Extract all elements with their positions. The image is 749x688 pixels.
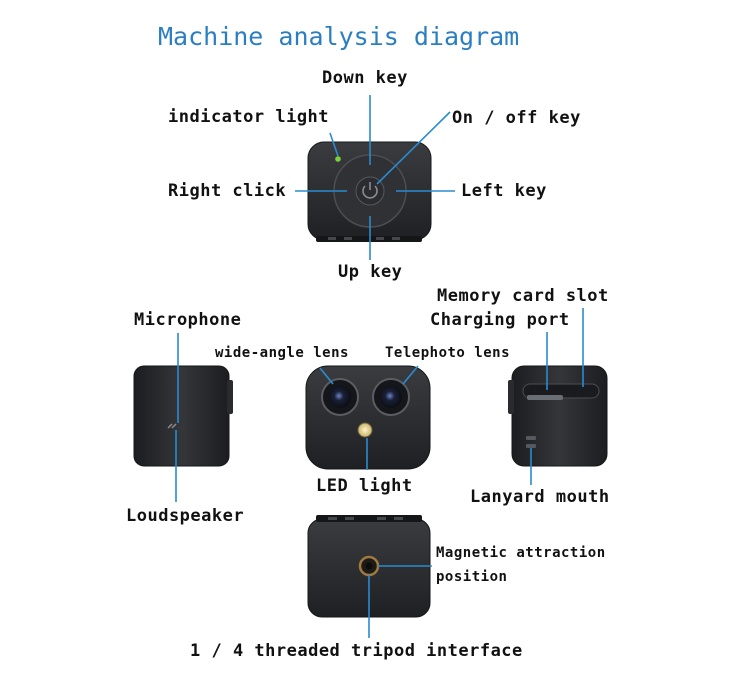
front-view-device: [305, 365, 431, 470]
right-click-label: Right click: [168, 181, 287, 201]
back-view-device: [508, 365, 608, 467]
microphone-label: Microphone: [134, 310, 242, 330]
lanyard-mouth-label: Lanyard mouth: [470, 487, 610, 507]
charging-port-label: Charging port: [430, 310, 570, 330]
led-light-label: LED light: [316, 476, 413, 496]
pointer-lines: [175, 95, 584, 638]
down-key-label: Down key: [322, 68, 408, 88]
indicator-light-label: indicator light: [168, 107, 330, 127]
tripod-interface-label: 1 / 4 threaded tripod interface: [190, 641, 523, 661]
wide-angle-lens-label: wide-angle lens: [215, 345, 349, 361]
left-key-label: Left key: [461, 181, 547, 201]
indicator-led: [335, 156, 341, 162]
telephoto-lens-label: Telephoto lens: [385, 345, 511, 361]
magnetic-attraction-label: Magnetic attraction: [436, 545, 606, 561]
on-off-key-label: On / off key: [452, 108, 581, 128]
diagram-title: Machine analysis diagram: [158, 22, 520, 51]
power-icon: [362, 182, 378, 199]
side-view-device: [133, 365, 233, 467]
memory-card-slot-label: Memory card slot: [437, 286, 609, 306]
magnetic-position-label: position: [436, 569, 508, 585]
up-key-label: Up key: [338, 262, 403, 282]
loudspeaker-label: Loudspeaker: [126, 506, 245, 526]
